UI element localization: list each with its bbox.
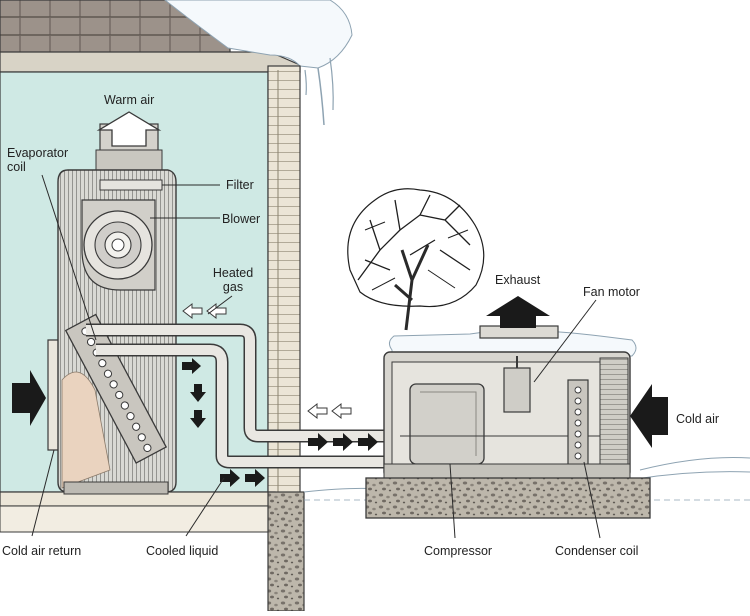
label-compressor: Compressor <box>424 544 493 558</box>
label-exhaust: Exhaust <box>495 273 541 287</box>
warm-air-arrow <box>96 111 162 147</box>
cooled-liquid-arrow <box>358 433 378 451</box>
cooled-liquid-arrow <box>220 469 240 487</box>
tree <box>347 188 485 331</box>
outdoor-condenser-unit <box>383 325 637 479</box>
label-cooled-liquid: Cooled liquid <box>146 544 219 558</box>
cooled-liquid-arrow <box>182 358 201 374</box>
concrete-pad <box>365 477 651 519</box>
compressor <box>409 383 485 465</box>
heated-gas-arrow <box>206 302 227 320</box>
roof <box>0 0 301 73</box>
cooled-liquid-arrow <box>245 469 265 487</box>
filter <box>99 179 163 191</box>
heated-gas-arrow <box>331 402 352 420</box>
leader-lines <box>31 174 601 539</box>
heated-gas-arrow <box>307 402 328 420</box>
cooled-liquid-arrow <box>190 410 206 428</box>
label-cold-air-return: Cold air return <box>2 544 82 558</box>
cold-air-return-arrow <box>12 370 46 426</box>
label-fan-motor: Fan motor <box>583 285 640 299</box>
label-filter: Filter <box>226 178 254 192</box>
label-condenser-coil: Condenser coil <box>555 544 639 558</box>
label-cold-air: Cold air <box>676 412 720 426</box>
cooled-liquid-arrow <box>333 433 353 451</box>
evaporator-coil <box>64 313 168 464</box>
air-handler-unit <box>57 123 177 495</box>
label-blower: Blower <box>222 212 261 226</box>
floor-joist <box>0 505 269 533</box>
exhaust-arrow <box>486 296 550 328</box>
label-warm-air: Warm air <box>104 93 155 107</box>
fan-motor <box>503 367 531 413</box>
cold-air-arrow <box>630 384 668 448</box>
cooled-liquid-arrow <box>190 384 206 402</box>
heated-gas-arrow <box>182 302 203 320</box>
cooled-liquid-arrow <box>308 433 328 451</box>
foundation <box>267 491 305 612</box>
label-evaporator-coil: Evaporator coil <box>7 146 69 175</box>
label-heated-gas: Heated gas <box>212 266 254 295</box>
refrigerant-lines <box>86 323 390 469</box>
